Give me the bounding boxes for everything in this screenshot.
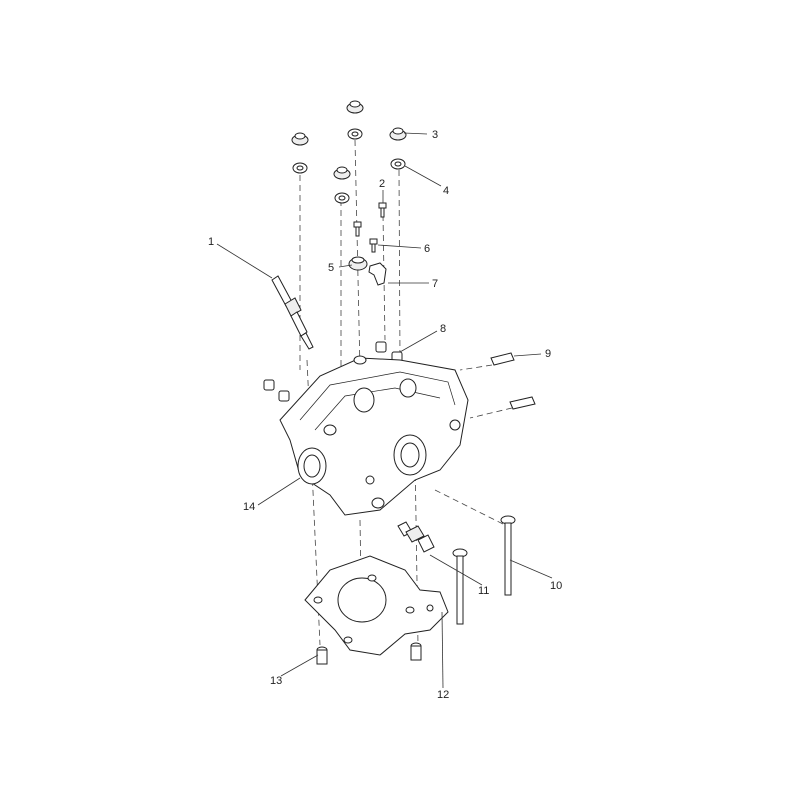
temperature-sensor-icon	[397, 521, 435, 553]
dowel-icon	[410, 642, 422, 661]
callout-6: 6	[424, 243, 430, 255]
cap-nut-set	[291, 100, 407, 204]
dowel-pin-icon	[509, 396, 536, 410]
washer-icon	[347, 128, 363, 140]
bottom-dowel-set	[316, 642, 422, 665]
stud-bolt-set	[452, 515, 516, 625]
callout-1: 1	[208, 236, 214, 248]
washer-icon	[334, 192, 350, 204]
callout-13: 13	[270, 675, 282, 687]
callout-7: 7	[432, 278, 438, 290]
callout-3: 3	[432, 129, 438, 141]
screw-set	[353, 202, 387, 253]
spark-plug-icon	[271, 275, 314, 350]
callout-labels: 1 2 3 4 5 6 7 8 9 10 11 12 13 14	[208, 129, 562, 701]
washer-icon	[390, 158, 406, 170]
washer-icon	[292, 162, 308, 174]
dowel-pin-icon	[490, 352, 515, 366]
stud-bolt-icon	[500, 515, 516, 596]
screw-icon	[353, 221, 362, 237]
dowel-icon	[316, 646, 328, 665]
bracket-icon	[368, 262, 387, 286]
valve-cap-icon	[278, 390, 290, 402]
cap-nut-icon	[389, 127, 407, 141]
callout-8: 8	[440, 323, 446, 335]
valve-cap-icon	[375, 341, 387, 353]
callout-5: 5	[328, 262, 334, 274]
dowel-pin-set	[490, 352, 536, 410]
callout-11: 11	[478, 585, 489, 597]
cap-nut-icon	[291, 132, 309, 146]
leader-lines	[216, 132, 553, 689]
callout-14: 14	[243, 501, 255, 513]
sensor-cap-icon	[348, 256, 368, 271]
screw-icon	[369, 238, 378, 253]
callout-4: 4	[443, 185, 449, 197]
cap-nut-icon	[346, 100, 364, 114]
callout-9: 9	[545, 348, 551, 360]
cap-nut-icon	[333, 166, 351, 180]
screw-icon	[378, 202, 387, 218]
callout-12: 12	[437, 689, 449, 701]
callout-10: 10	[550, 580, 562, 592]
stud-bolt-icon	[452, 548, 468, 625]
valve-cap-icon	[263, 379, 275, 391]
cylinder-head-icon	[279, 355, 469, 516]
head-gasket-icon	[304, 555, 449, 656]
callout-2: 2	[379, 178, 385, 190]
